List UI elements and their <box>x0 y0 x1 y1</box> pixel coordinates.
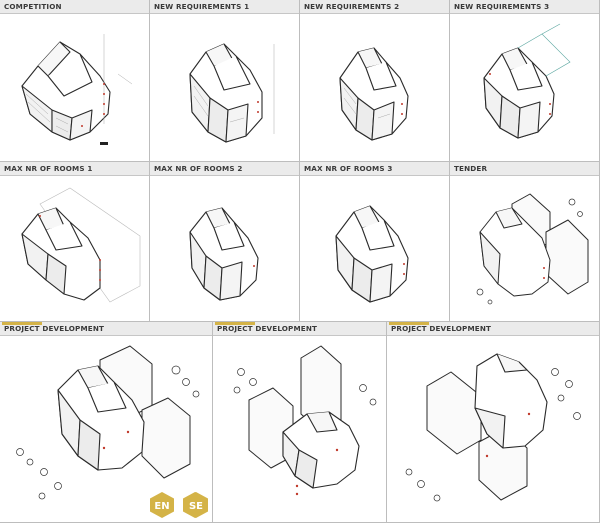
panel-new-requirements-1: NEW REQUIREMENTS 1 <box>150 0 300 162</box>
panel-header: NEW REQUIREMENTS 2 <box>300 0 449 14</box>
panel-new-requirements-3: NEW REQUIREMENTS 3 <box>450 0 600 162</box>
massing-drawing <box>335 205 409 303</box>
compass-label: SE <box>189 501 203 512</box>
panel-title: NEW REQUIREMENTS 1 <box>154 2 250 11</box>
panel-header: PROJECT DEVELOPMENT <box>0 322 212 336</box>
panel-competition: COMPETITION <box>0 0 150 162</box>
panel-project-development-2: PROJECT DEVELOPMENT <box>213 322 387 523</box>
tab-accent <box>389 322 429 325</box>
panel-new-requirements-2: NEW REQUIREMENTS 2 <box>300 0 450 162</box>
massing-drawing <box>21 187 141 303</box>
panel-header: PROJECT DEVELOPMENT <box>213 322 386 336</box>
massing-drawing <box>483 23 571 139</box>
tab-accent <box>215 322 255 325</box>
panel-header: MAX NR OF ROOMS 1 <box>0 162 149 176</box>
panel-max-rooms-1: MAX NR OF ROOMS 1 <box>0 162 150 322</box>
panel-project-development-3: PROJECT DEVELOPMENT <box>387 322 600 523</box>
panel-header: NEW REQUIREMENTS 1 <box>150 0 299 14</box>
panel-header: COMPETITION <box>0 0 149 14</box>
compass-badge: EN <box>150 492 174 518</box>
panel-title: PROJECT DEVELOPMENT <box>4 324 105 333</box>
panel-header: MAX NR OF ROOMS 2 <box>150 162 299 176</box>
panel-title: COMPETITION <box>4 2 62 11</box>
panel-max-rooms-3: MAX NR OF ROOMS 3 <box>300 162 450 322</box>
panel-header: NEW REQUIREMENTS 3 <box>450 0 599 14</box>
compass-badge: SE <box>184 492 208 518</box>
massing-drawing <box>189 43 275 143</box>
panel-max-rooms-2: MAX NR OF ROOMS 2 <box>150 162 300 322</box>
panel-title: TENDER <box>454 164 488 173</box>
panel-title: NEW REQUIREMENTS 3 <box>454 2 550 11</box>
panel-title: NEW REQUIREMENTS 2 <box>304 2 400 11</box>
compass-label: EN <box>154 501 169 512</box>
panel-title: PROJECT DEVELOPMENT <box>217 324 318 333</box>
massing-drawing <box>405 353 581 502</box>
massing-drawing <box>476 193 589 305</box>
massing-drawing <box>16 345 200 500</box>
panel-title: MAX NR OF ROOMS 3 <box>304 164 393 173</box>
panel-title: MAX NR OF ROOMS 2 <box>154 164 243 173</box>
tab-accent <box>2 322 42 325</box>
massing-drawing <box>21 34 133 145</box>
panel-title: PROJECT DEVELOPMENT <box>391 324 492 333</box>
panel-header: TENDER <box>450 162 599 176</box>
massing-drawing <box>233 345 377 496</box>
panel-project-development-1: PROJECT DEVELOPMENT <box>0 322 213 523</box>
massing-drawing <box>339 47 409 141</box>
panel-tender: TENDER <box>450 162 600 322</box>
massing-drawing <box>189 207 259 301</box>
panel-title: MAX NR OF ROOMS 1 <box>4 164 93 173</box>
panel-header: PROJECT DEVELOPMENT <box>387 322 599 336</box>
panel-header: MAX NR OF ROOMS 3 <box>300 162 449 176</box>
